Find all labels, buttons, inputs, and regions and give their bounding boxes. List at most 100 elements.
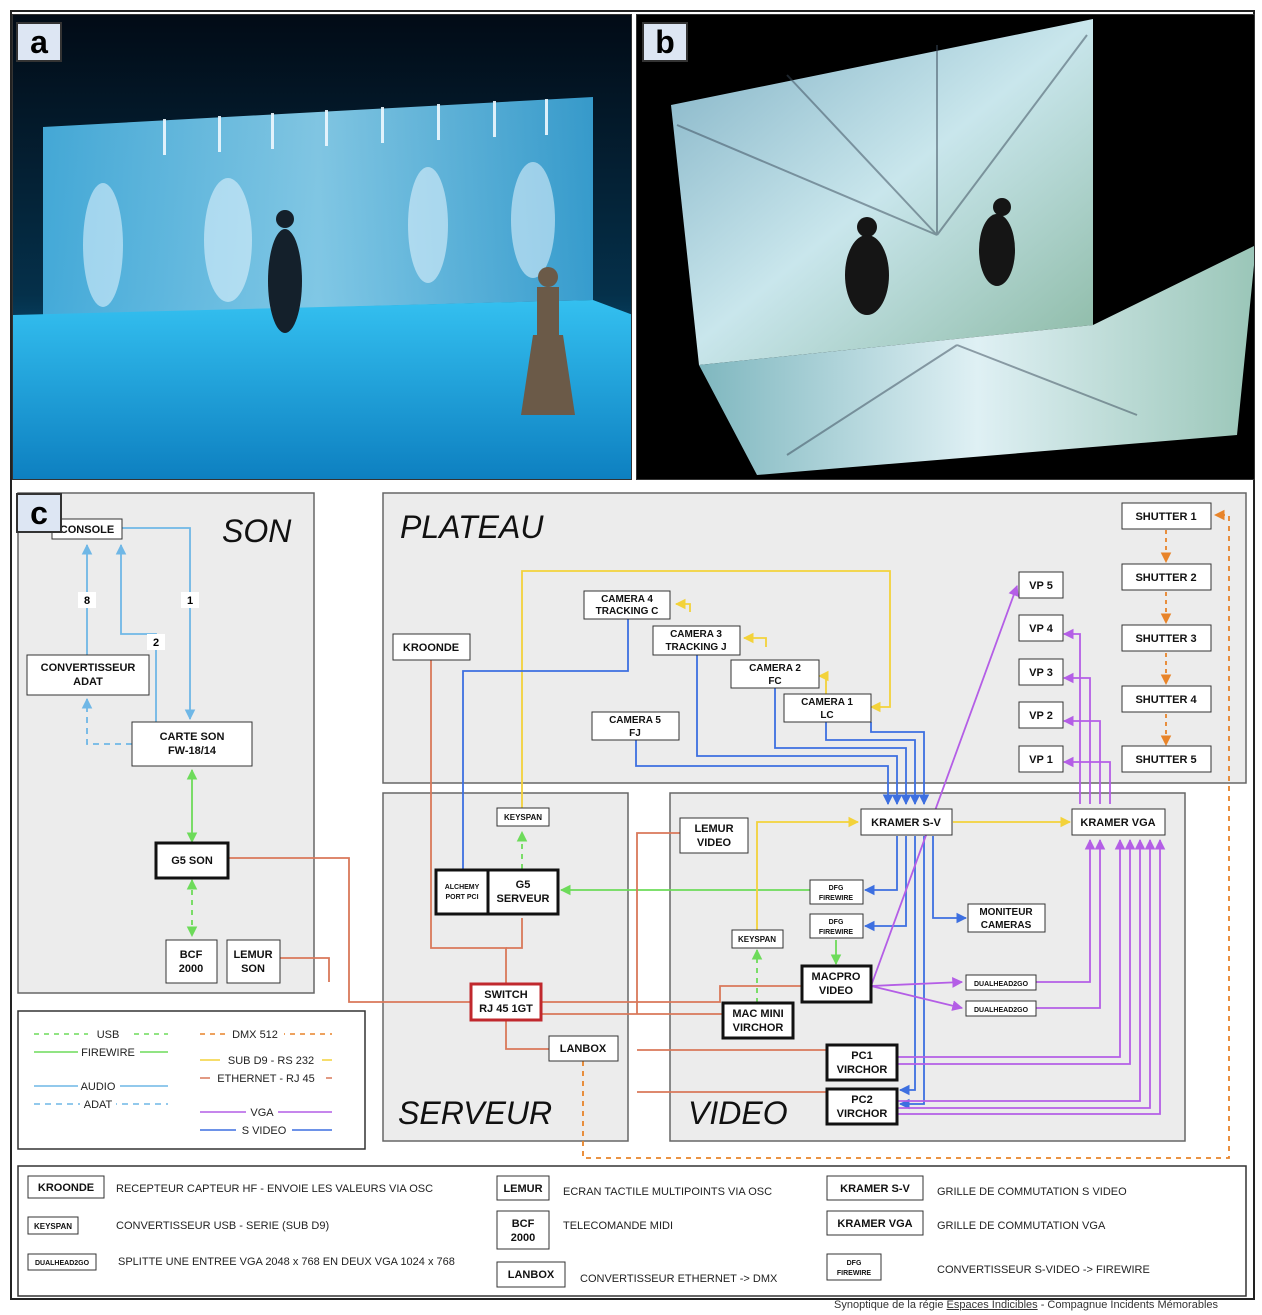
svg-text:DUALHEAD2GO: DUALHEAD2GO [974,981,1029,988]
box-mac-mini-virchor: MAC MINI VIRCHOR [721,1001,795,1040]
svg-text:FIREWIRE: FIREWIRE [819,895,854,902]
svg-text:RJ 45 1GT: RJ 45 1GT [479,1003,533,1015]
svg-text:SWITCH: SWITCH [484,989,527,1001]
svg-text:CAMERA 5: CAMERA 5 [609,715,661,726]
svg-text:LC: LC [820,710,833,721]
box-vp2: VP 2 [1018,701,1064,729]
panel-label-b: b [642,22,688,62]
box-dfg-firewire-1: DFG FIREWIRE [809,879,864,905]
box-camera1: CAMERA 1 LC [783,693,872,723]
glossary-def-dfg: CONVERTISSEUR S-VIDEO -> FIREWIRE [937,1264,1150,1276]
glossary-term-dfg: DFG [847,1260,862,1267]
footer-link[interactable]: Espaces Indicibles [946,1299,1038,1311]
svg-text:MAC MINI: MAC MINI [732,1008,783,1020]
box-alchemy: ALCHEMY PORT PCI [434,868,490,916]
svg-text:VP 4: VP 4 [1029,623,1054,635]
svg-text:CAMERA 1: CAMERA 1 [801,697,853,708]
svg-text:FW-18/14: FW-18/14 [168,745,217,757]
box-kroonde: KROONDE [392,633,471,661]
svg-text:DFG: DFG [829,885,844,892]
legend-vga: VGA [250,1107,274,1119]
section-title-son: SON [222,513,292,549]
svg-text:VP 1: VP 1 [1029,754,1053,766]
svg-text:KEYSPAN: KEYSPAN [738,935,776,944]
box-vp1: VP 1 [1018,745,1064,773]
svg-text:FIREWIRE: FIREWIRE [837,1270,872,1277]
legend-audio: AUDIO [81,1081,116,1093]
svg-text:VIDEO: VIDEO [697,837,732,849]
svg-text:SHUTTER 2: SHUTTER 2 [1135,572,1196,584]
glossary-def-kramer-sv: GRILLE DE COMMUTATION S VIDEO [937,1186,1127,1198]
svg-text:SON: SON [241,963,265,975]
legend-firewire: FIREWIRE [81,1047,135,1059]
glossary-def-lanbox: CONVERTISSEUR ETHERNET -> DMX [580,1273,778,1285]
box-shutter3: SHUTTER 3 [1121,624,1212,652]
svg-text:CARTE SON: CARTE SON [160,731,225,743]
box-shutter5: SHUTTER 5 [1121,745,1212,773]
svg-text:BCF: BCF [180,949,203,961]
glossary-term-kramer-vga: KRAMER VGA [837,1218,912,1230]
svg-text:SHUTTER 5: SHUTTER 5 [1135,754,1196,766]
panel-label-a: a [16,22,62,62]
glossary-def-keyspan: CONVERTISSEUR USB - SERIE (SUB D9) [116,1220,329,1232]
svg-text:ALCHEMY: ALCHEMY [445,884,480,891]
glossary-term-bcf: BCF [512,1218,535,1230]
box-convertisseur-adat: CONVERTISSEUR ADAT [26,654,150,696]
glossary-term-keyspan: KEYSPAN [34,1222,72,1231]
svg-text:LEMUR: LEMUR [233,949,272,961]
box-shutter4: SHUTTER 4 [1121,685,1212,713]
box-g5-son: G5 SON [154,841,230,880]
svg-text:VP 2: VP 2 [1029,710,1053,722]
figure-frame [10,10,1255,1300]
svg-text:CAMERA 3: CAMERA 3 [670,629,722,640]
svg-text:LEMUR: LEMUR [694,823,733,835]
legend-dmx: DMX 512 [232,1029,278,1041]
svg-text:VP 5: VP 5 [1029,580,1053,592]
svg-text:KEYSPAN: KEYSPAN [504,813,542,822]
box-lemur-video: LEMUR VIDEO [679,817,749,854]
box-kramer-vga: KRAMER VGA [1071,808,1166,836]
box-shutter2: SHUTTER 2 [1121,563,1212,591]
box-lanbox: LANBOX [548,1035,619,1062]
box-pc2-virchor: PC2 VIRCHOR [825,1087,899,1126]
box-camera4: CAMERA 4 TRACKING C [583,590,671,620]
box-carte-son: CARTE SON FW-18/14 [131,721,253,767]
svg-text:G5: G5 [516,879,531,891]
svg-text:KRAMER VGA: KRAMER VGA [1080,817,1155,829]
svg-text:KROONDE: KROONDE [403,642,459,654]
footer-caption: Synoptique de la régie Espaces Indicible… [834,1299,1218,1311]
edge-label-audio-1: 1 [187,595,193,607]
glossary-term-lanbox: LANBOX [508,1269,555,1281]
section-title-serveur: SERVEUR [398,1095,552,1131]
svg-text:DFG: DFG [829,919,844,926]
glossary: KROONDE KEYSPAN DUALHEAD2GO LEMUR BCF 20… [17,1165,1247,1297]
svg-text:ADAT: ADAT [73,676,103,688]
glossary-def-kroonde: RECEPTEUR CAPTEUR HF - ENVOIE LES VALEUR… [116,1183,433,1195]
svg-text:FC: FC [768,676,781,687]
box-vp4: VP 4 [1018,614,1064,642]
svg-text:SHUTTER 3: SHUTTER 3 [1135,633,1196,645]
box-shutter1: SHUTTER 1 [1121,502,1212,530]
photo-a-stage [12,14,632,480]
box-camera2: CAMERA 2 FC [730,659,820,689]
legend-svideo: S VIDEO [242,1125,287,1137]
svg-text:CAMERA 2: CAMERA 2 [749,663,801,674]
svg-text:PORT PCI: PORT PCI [445,894,478,901]
box-dualhead-2: DUALHEAD2GO [965,1000,1037,1017]
legend-usb: USB [97,1029,120,1041]
svg-text:PC1: PC1 [851,1050,872,1062]
svg-text:VP 3: VP 3 [1029,667,1053,679]
glossary-term-kramer-sv: KRAMER S-V [840,1183,910,1195]
legend-sub-d9: SUB D9 - RS 232 [228,1055,314,1067]
svg-text:CONVERTISSEUR: CONVERTISSEUR [41,662,136,674]
box-camera3: CAMERA 3 TRACKING J [652,625,741,656]
glossary-def-lemur: ECRAN TACTILE MULTIPOINTS VIA OSC [563,1186,772,1198]
svg-text:FJ: FJ [629,728,641,739]
svg-text:CAMERA 4: CAMERA 4 [601,594,653,605]
svg-text:KRAMER S-V: KRAMER S-V [871,817,941,829]
box-bcf2000: BCF 2000 [165,939,218,984]
box-camera5: CAMERA 5 FJ [591,711,680,741]
section-title-plateau: PLATEAU [400,509,544,545]
legend-ethernet: ETHERNET - RJ 45 [217,1073,315,1085]
svg-text:SERVEUR: SERVEUR [497,893,550,905]
